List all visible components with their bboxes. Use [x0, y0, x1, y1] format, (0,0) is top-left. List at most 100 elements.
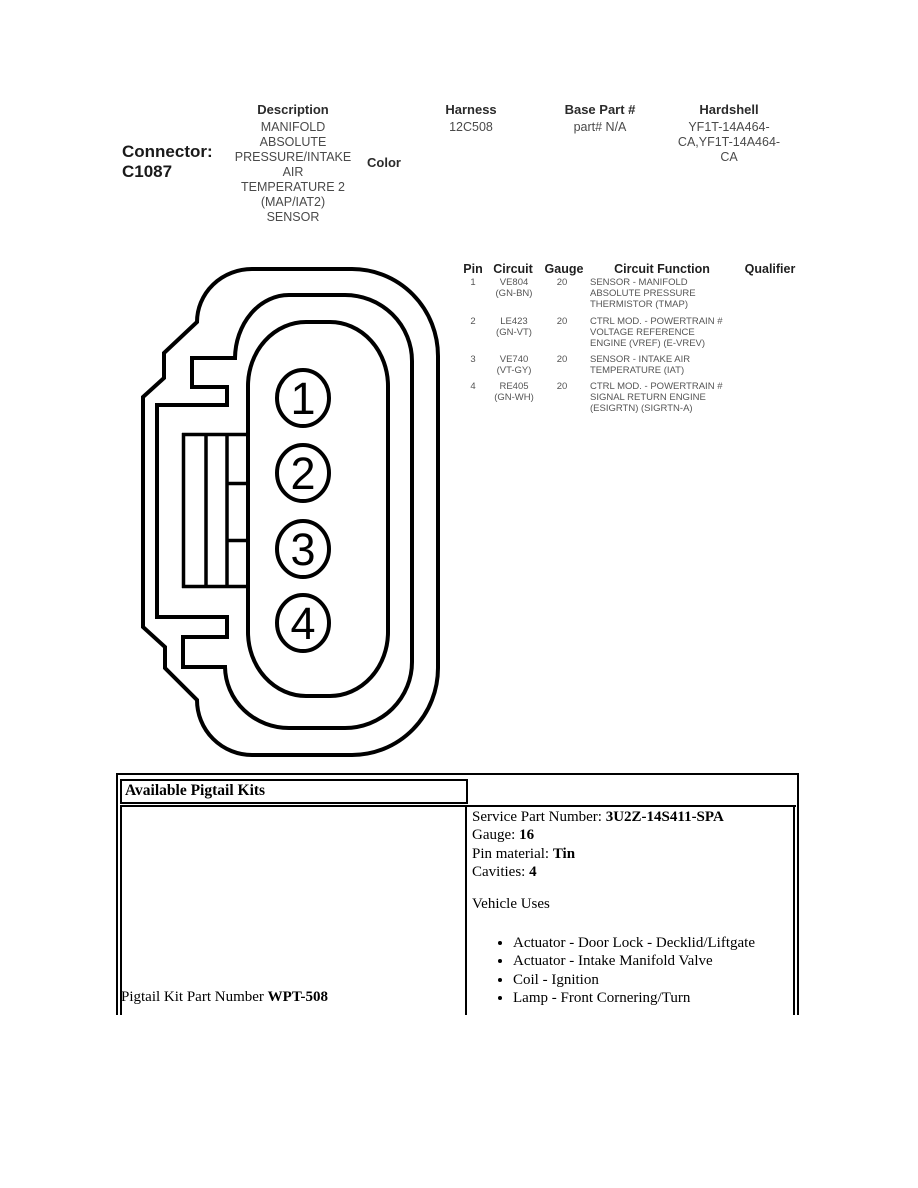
- vehicle-use-item: Coil - Ignition: [513, 971, 788, 989]
- description-line: TEMPERATURE 2: [241, 180, 345, 194]
- latch-rail: [181, 432, 248, 589]
- circuit-cell: LE423(GN-VT): [474, 316, 554, 338]
- pigtail-kit-label: Pigtail Kit Part Number: [121, 989, 268, 1005]
- pin-table-header-pin: Pin: [463, 262, 483, 276]
- pigtail-inner-right-border: [793, 805, 795, 1015]
- pin-2-number: 2: [290, 448, 315, 499]
- vehicle-use-item: Actuator - Intake Manifold Valve: [513, 952, 788, 970]
- gauge-line: Gauge: 16: [472, 826, 788, 844]
- pin-1-circle: [275, 368, 331, 428]
- circuit-function-line: ABSOLUTE PRESSURE: [590, 288, 696, 299]
- circuit-code: VE740: [499, 354, 529, 365]
- available-pigtail-kits-header: Available Pigtail Kits: [120, 779, 468, 804]
- description-line: MANIFOLD: [260, 120, 326, 134]
- pin-number-cell: 3: [470, 354, 476, 365]
- pigtail-kit-value: WPT-508: [267, 989, 328, 1005]
- circuit-function-line: SENSOR - INTAKE AIR: [590, 354, 691, 365]
- circuit-function-line: THERMISTOR (TMAP): [590, 299, 688, 310]
- color-column-header: Color: [367, 155, 401, 170]
- connector-diagram: 1 2 3 4: [141, 267, 440, 757]
- pin-3-circle: [275, 519, 331, 579]
- pigtail-column-divider: [465, 805, 467, 1015]
- connector-label: Connector:: [122, 142, 213, 161]
- description-line: (MAP/IAT2): [260, 195, 326, 209]
- pigtail-inner-top-border: [120, 805, 796, 807]
- pigtail-details-cell: Service Part Number: 3U2Z-14S411-SPA Gau…: [472, 808, 788, 1008]
- harness-column-header: Harness: [445, 102, 497, 117]
- pin-material-label: Pin material:: [472, 845, 553, 862]
- pin-material-line: Pin material: Tin: [472, 845, 788, 863]
- pin-3-number: 3: [290, 524, 315, 575]
- circuit-code: RE405: [499, 381, 529, 392]
- circuit-function-line: TEMPERATURE (IAT): [590, 365, 685, 376]
- pin-1-number: 1: [290, 373, 315, 424]
- pigtail-table-left-border: [116, 773, 118, 1015]
- gauge-label: Gauge:: [472, 827, 520, 844]
- description-line: ABSOLUTE: [259, 135, 327, 149]
- service-part-number-line: Service Part Number: 3U2Z-14S411-SPA: [472, 808, 788, 826]
- circuit-function-line: CTRL MOD. - POWERTRAIN #: [590, 316, 723, 327]
- hardshell-line: YF1T-14A464-: [688, 120, 770, 134]
- circuit-cell: RE405(GN-WH): [474, 381, 554, 403]
- hardshell-value: YF1T-14A464-CA,YF1T-14A464-CA: [659, 120, 799, 165]
- pin-table-header-function: Circuit Function: [614, 262, 710, 276]
- circuit-function-line: SIGNAL RETURN ENGINE: [590, 392, 706, 403]
- harness-value: 12C508: [449, 120, 493, 134]
- pin-number-cell: 2: [470, 316, 476, 327]
- circuit-code: LE423: [500, 316, 528, 327]
- description-line: AIR: [282, 165, 304, 179]
- circuit-function-line: ENGINE (VREF) (E-VREV): [590, 338, 706, 349]
- pin-table-header-gauge: Gauge: [544, 262, 584, 276]
- circuit-function-line: (ESIGRTN) (SIGRTN-A): [590, 403, 693, 414]
- connector-id: C1087: [122, 162, 173, 181]
- gauge-value: 16: [519, 827, 535, 844]
- pigtail-inner-left-border: [120, 805, 122, 1015]
- description-column-header: Description: [257, 102, 329, 117]
- cavities-line: Cavities: 4: [472, 863, 788, 881]
- description-line: SENSOR: [266, 210, 320, 224]
- pin-number-cell: 1: [470, 277, 476, 288]
- vehicle-uses-list: Actuator - Door Lock - Decklid/LiftgateA…: [472, 934, 788, 1008]
- base-part-value: part# N/A: [573, 120, 627, 134]
- gauge-cell: 20: [556, 354, 568, 365]
- pin-table-header-qualifier: Qualifier: [744, 262, 796, 276]
- gauge-cell: 20: [556, 316, 568, 327]
- pigtail-kit-part-number: Pigtail Kit Part Number WPT-508: [121, 989, 328, 1006]
- circuit-function-cell: CTRL MOD. - POWERTRAIN #VOLTAGE REFERENC…: [590, 316, 750, 349]
- hardshell-column-header: Hardshell: [699, 102, 759, 117]
- pin-material-value: Tin: [552, 845, 576, 862]
- circuit-function-line: SENSOR - MANIFOLD: [590, 277, 688, 288]
- pin-number-cell: 4: [470, 381, 476, 392]
- cavities-label: Cavities:: [472, 864, 530, 881]
- wire-color-code: (GN-BN): [495, 288, 533, 299]
- cavities-value: 4: [529, 864, 537, 881]
- circuit-function-line: VOLTAGE REFERENCE: [590, 327, 695, 338]
- gauge-cell: 20: [556, 277, 568, 288]
- pigtail-table-right-border: [797, 773, 799, 1015]
- service-part-number-label: Service Part Number:: [472, 809, 606, 825]
- vehicle-use-item: Lamp - Front Cornering/Turn: [513, 989, 788, 1007]
- service-part-number-value: 3U2Z-14S411-SPA: [605, 809, 724, 825]
- circuit-cell: VE804(GN-BN): [474, 277, 554, 299]
- circuit-function-line: CTRL MOD. - POWERTRAIN #: [590, 381, 723, 392]
- description-line: PRESSURE/INTAKE: [234, 150, 352, 164]
- circuit-cell: VE740(VT-GY): [474, 354, 554, 376]
- circuit-code: VE804: [499, 277, 529, 288]
- connector-title: Connector: C1087: [122, 142, 213, 182]
- base-part-column-header: Base Part #: [564, 102, 636, 117]
- vehicle-use-item: Actuator - Door Lock - Decklid/Liftgate: [513, 934, 788, 952]
- pigtail-table-top-border: [116, 773, 799, 775]
- pin-circles: 1 2 3 4: [275, 368, 331, 653]
- gauge-cell: 20: [556, 381, 568, 392]
- pin-table-header-circuit: Circuit: [493, 262, 533, 276]
- vehicle-uses-heading: Vehicle Uses: [472, 895, 550, 912]
- circuit-function-cell: CTRL MOD. - POWERTRAIN #SIGNAL RETURN EN…: [590, 381, 750, 414]
- pin-2-circle: [275, 443, 331, 503]
- wire-color-code: (GN-WH): [494, 392, 534, 403]
- pin-4-number: 4: [290, 598, 315, 649]
- wire-color-code: (VT-GY): [496, 365, 532, 376]
